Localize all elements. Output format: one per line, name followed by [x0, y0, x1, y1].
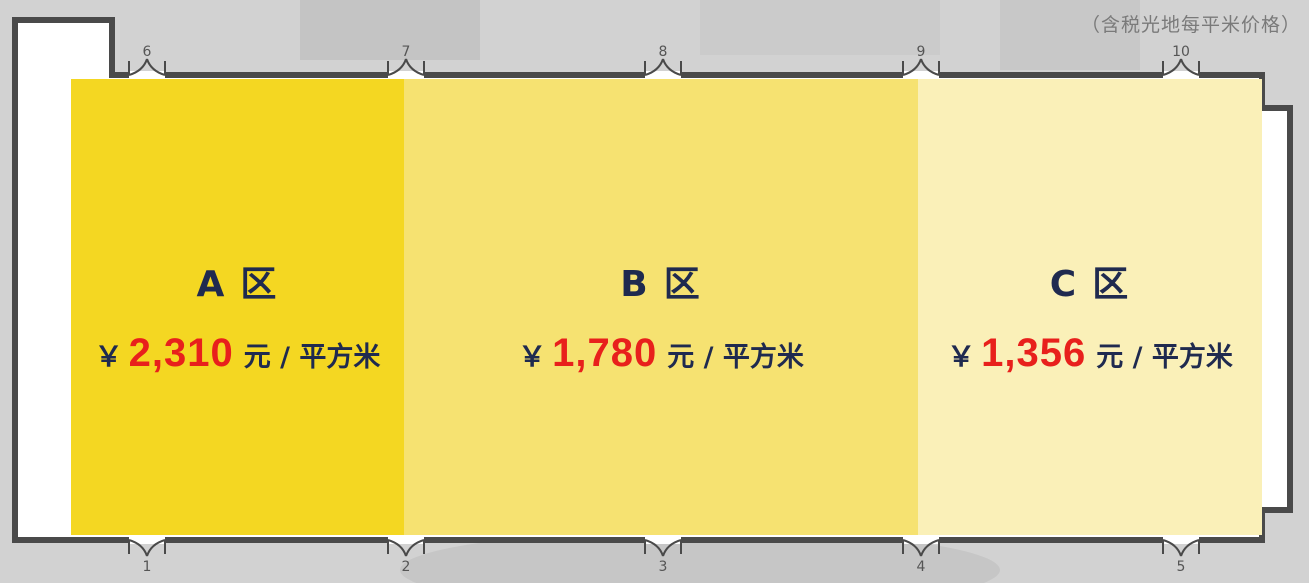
door-number-top: 6	[142, 44, 152, 60]
zone-b-price-line: ￥ 1,780 元 / 平方米	[518, 331, 804, 376]
zone-a-price: 2,310	[128, 331, 234, 375]
currency-symbol: ￥	[947, 340, 976, 373]
price-unit: 元 / 平方米	[667, 342, 804, 373]
door-number-bottom: 3	[658, 559, 668, 575]
door-icon	[1162, 539, 1200, 557]
door-number-bottom: 1	[142, 559, 152, 575]
door-icon	[902, 58, 940, 76]
door-number-top: 8	[658, 44, 668, 60]
door-number-bottom: 4	[916, 559, 926, 575]
door-icon	[387, 539, 425, 557]
door-icon	[387, 58, 425, 76]
door-icon	[128, 539, 166, 557]
door-number-top: 7	[401, 44, 411, 60]
currency-symbol: ￥	[518, 340, 547, 373]
door-icon	[644, 539, 682, 557]
door-number-bottom: 2	[401, 559, 411, 575]
door-number-bottom: 5	[1176, 559, 1186, 575]
currency-symbol: ￥	[94, 340, 123, 373]
door-number-top: 10	[1172, 44, 1190, 60]
zone-b-price: 1,780	[552, 331, 658, 375]
price-unit: 元 / 平方米	[243, 342, 381, 373]
price-note: （含税光地每平米价格）	[1080, 14, 1301, 36]
zone-c-price-line: ￥ 1,356 元 / 平方米	[947, 331, 1233, 376]
door-icon	[1162, 58, 1200, 76]
door-icon	[128, 58, 166, 76]
zone-a-price-line: ￥ 2,310 元 / 平方米	[95, 331, 381, 376]
door-icon	[644, 58, 682, 76]
zone-c-price: 1,356	[981, 331, 1087, 375]
door-number-top: 9	[916, 44, 926, 60]
door-icon	[902, 539, 940, 557]
price-unit: 元 / 平方米	[1096, 342, 1233, 373]
